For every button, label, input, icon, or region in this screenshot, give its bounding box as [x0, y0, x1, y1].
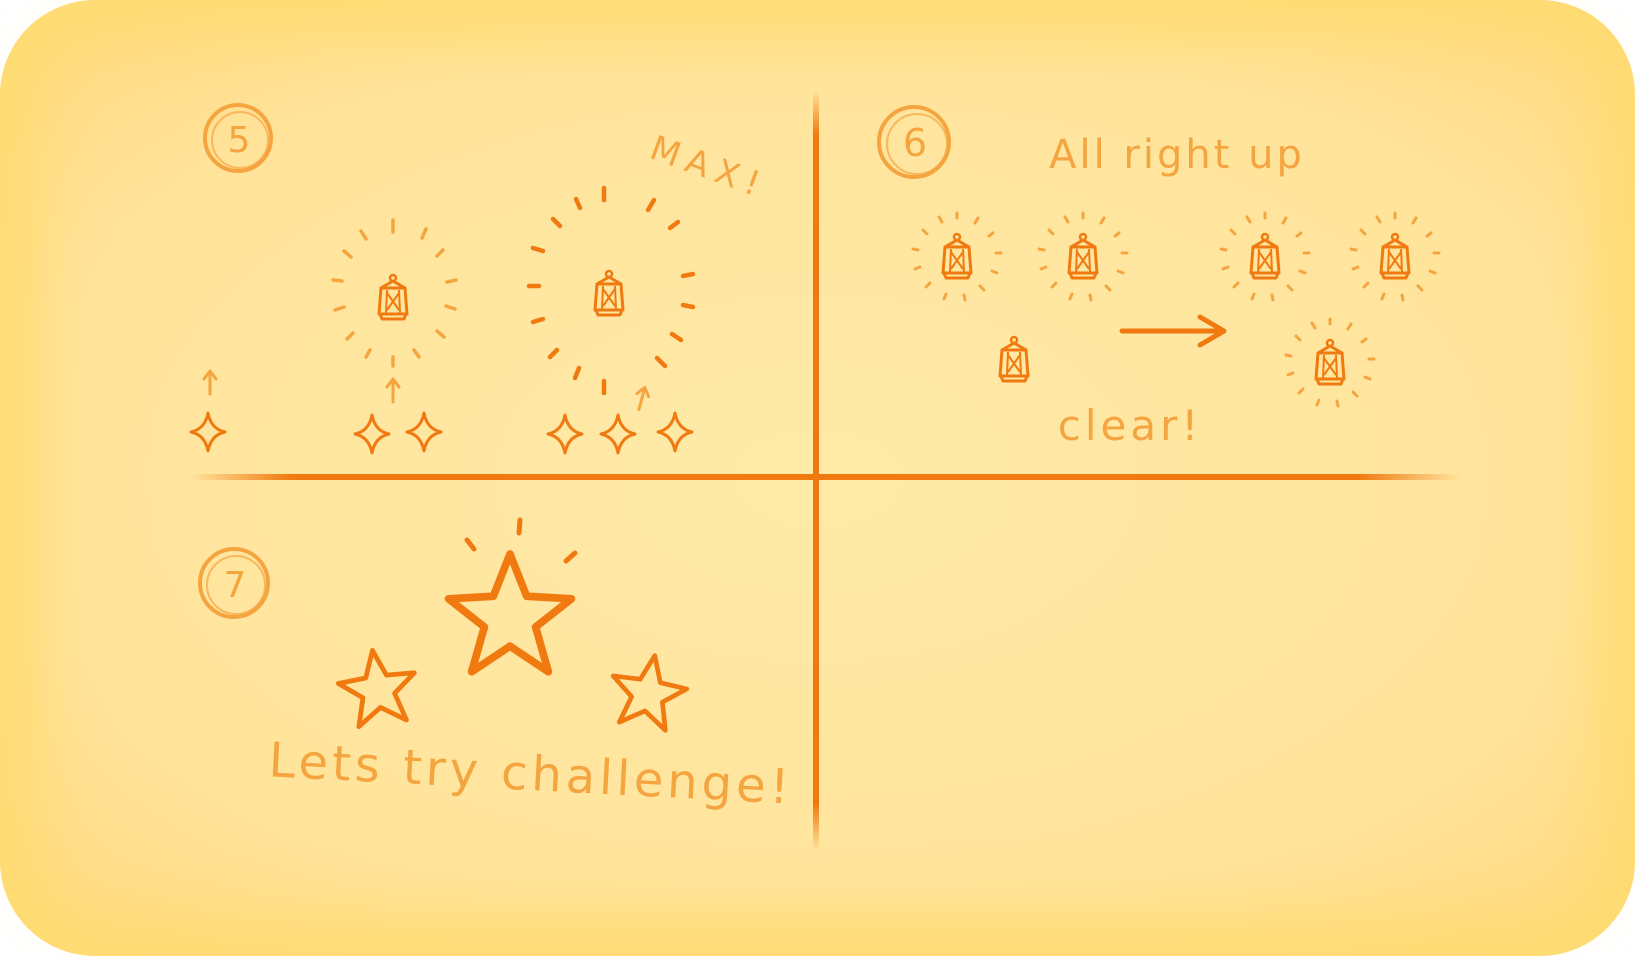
horizontal-divider [190, 474, 1460, 480]
lantern-glow-medium [331, 218, 458, 368]
step-number-6: 6 [903, 121, 927, 165]
arrow-right-icon [1119, 314, 1227, 348]
lantern-glow-max [526, 185, 696, 396]
clear-label: clear! [1058, 401, 1202, 450]
step-number-5: 5 [228, 120, 251, 161]
step-badge-5: 5 [203, 103, 273, 173]
step-number-7: 7 [224, 565, 247, 606]
step-badge-7: 7 [198, 547, 270, 619]
step-badge-6: 6 [877, 105, 951, 179]
all-right-up-label: All right up [1049, 132, 1305, 178]
vertical-divider [813, 90, 819, 850]
panel-step-6: 6 All right up clear! [877, 105, 1441, 450]
star-shine [464, 517, 578, 564]
